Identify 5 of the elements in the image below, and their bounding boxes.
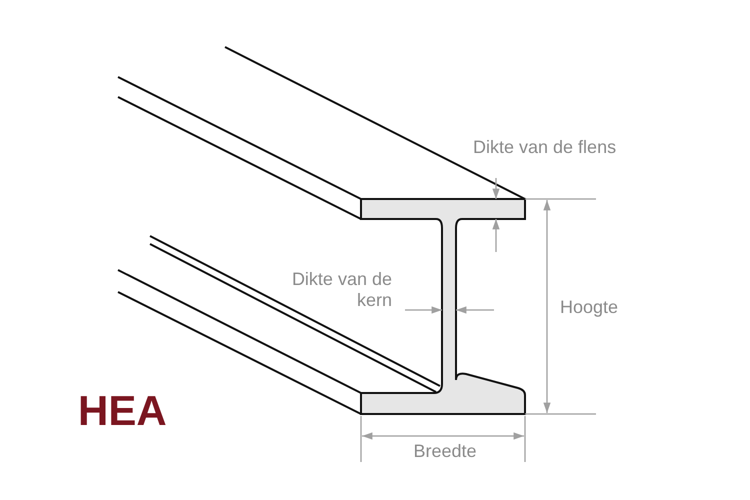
- dimension-label: Dikte van de flens: [473, 137, 618, 158]
- dimension-label: Dikte van de kern: [290, 269, 392, 311]
- dimension-label: Breedte: [412, 441, 478, 462]
- title: HEA: [78, 388, 167, 434]
- dimension-label: Hoogte: [560, 297, 620, 318]
